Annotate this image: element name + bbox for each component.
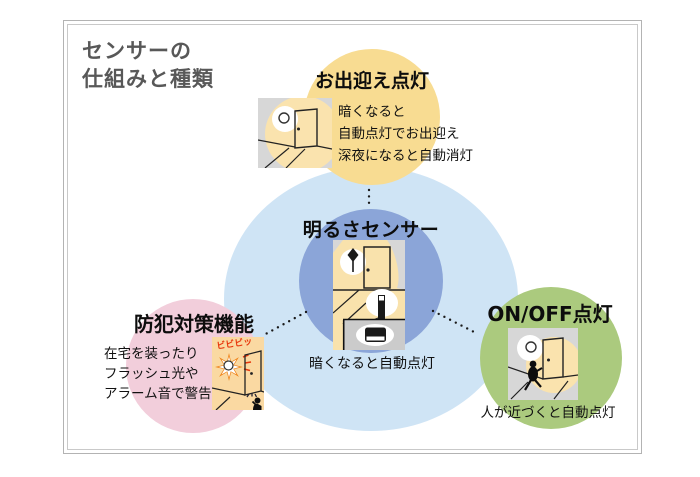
welcome-line: 自動点灯でお出迎え [338, 126, 460, 142]
panel-frame-inner [67, 24, 638, 450]
burglar-body-icon [253, 403, 262, 410]
doorknob-icon [297, 127, 300, 131]
welcome-title: お出迎え点灯 [314, 70, 429, 92]
sensor-device-band-icon [366, 336, 385, 341]
gate-lamp-pole-icon [352, 261, 354, 272]
floor-lines-icon [508, 366, 578, 400]
onoff-caption: 人が近づくと自動点灯 [480, 405, 616, 421]
welcome-description: 暗くなると 自動点灯でお出迎え 深夜になると自動消灯 [338, 101, 488, 167]
doorknob-icon [547, 358, 550, 362]
person-arm-icon [536, 367, 543, 372]
page-title-line1: センサーの [82, 39, 192, 63]
light-glow-icon [265, 98, 332, 168]
wall-edge-icon [342, 318, 405, 350]
person-body-icon [528, 366, 538, 382]
welcome-illustration [258, 98, 332, 168]
flash-bulb-icon [223, 360, 234, 371]
onoff-title: ON/OFF点灯 [487, 302, 613, 326]
doorknob-icon [366, 268, 370, 272]
corner-shade-icon [387, 240, 405, 290]
security-description: 在宅を装ったり フラッシュ光や アラーム音で警告 [104, 344, 214, 404]
floor-lines-icon [258, 139, 332, 168]
page-title: センサーの 仕組みと種類 [82, 37, 282, 93]
floor-lines-icon [212, 387, 264, 410]
security-line: 在宅を装ったり [104, 346, 199, 362]
surprise-marks-icon [246, 393, 258, 398]
lamp-icon [278, 112, 290, 124]
connector-right-icon [431, 309, 480, 336]
bollard-light-top-icon [379, 296, 384, 301]
sensor-title: 明るさセンサー [302, 219, 440, 241]
connector-left-icon [260, 310, 308, 338]
bollard-light-icon [378, 295, 385, 319]
door-icon [363, 246, 391, 289]
welcome-line: 深夜になると自動消灯 [338, 148, 473, 164]
security-line: フラッシュ光や [104, 366, 199, 382]
gate-lamp-icon [347, 248, 359, 262]
page-title-line2: 仕組みと種類 [82, 67, 214, 91]
alarm-sound-text: ビビビッ [216, 337, 253, 352]
burglar-arm-icon [251, 400, 257, 406]
security-title: 防犯対策機能 [134, 312, 254, 336]
sensor-caption: 暗くなると自動点灯 [309, 356, 435, 372]
onoff-illustration [508, 328, 578, 400]
person-legs-icon [524, 379, 542, 391]
sensor-illustration [333, 240, 405, 350]
doorknob-icon [250, 372, 253, 375]
burglar-head-icon [254, 397, 261, 404]
person-head-icon [529, 360, 537, 368]
security-illustration: ビビビッ [212, 337, 264, 410]
corner-shade-icon [333, 240, 343, 253]
welcome-line: 暗くなると [338, 104, 406, 120]
security-line: アラーム音で警告 [104, 386, 212, 402]
lamp-icon [525, 341, 537, 353]
